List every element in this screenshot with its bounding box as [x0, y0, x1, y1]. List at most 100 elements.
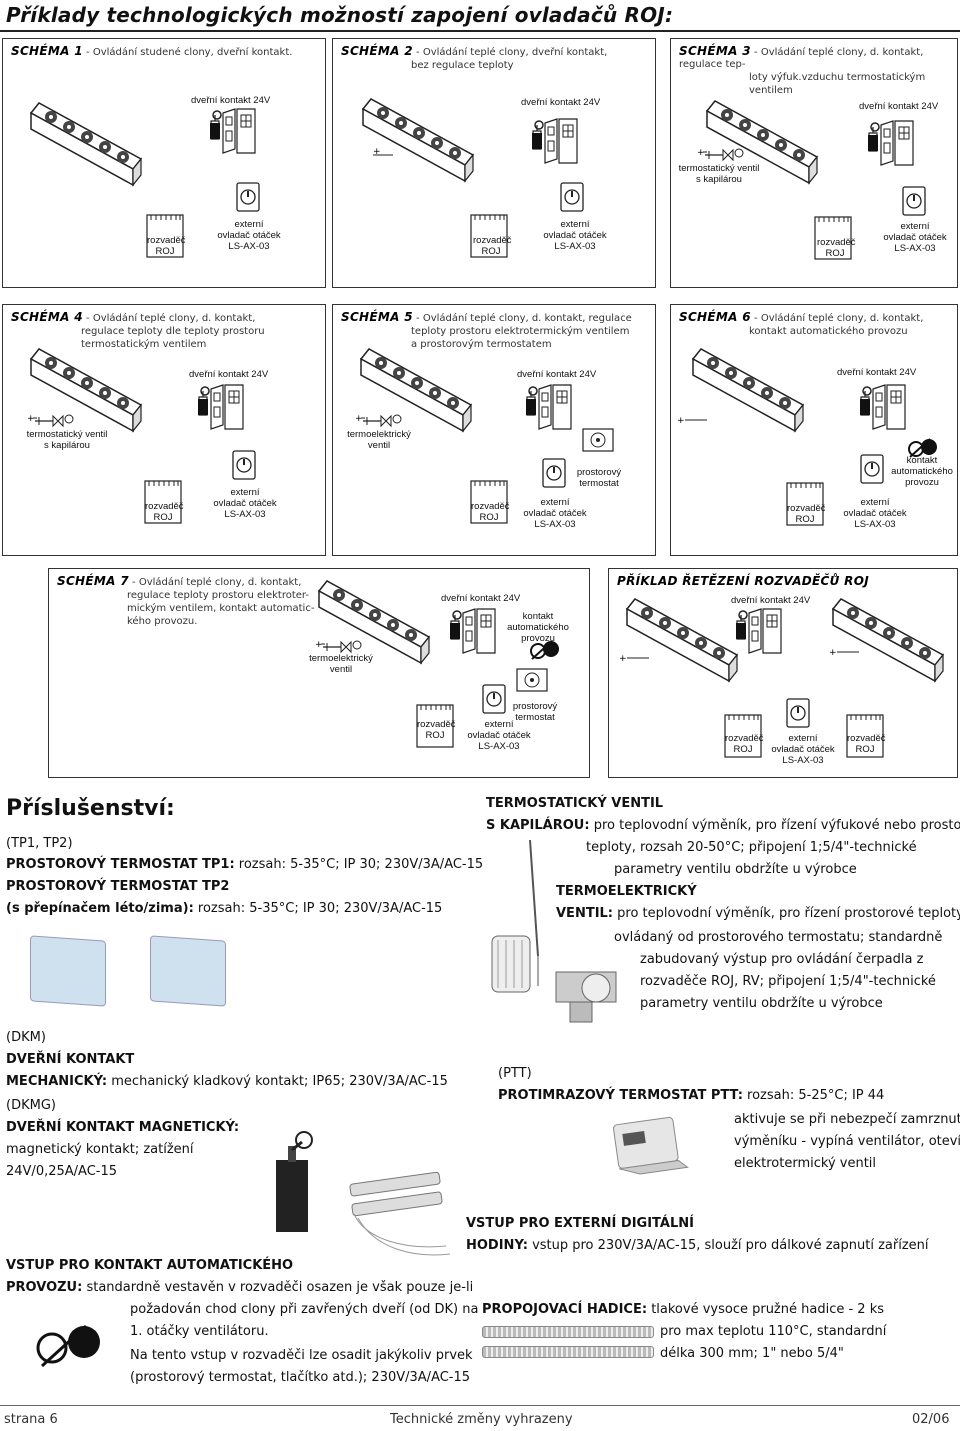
- door-contact-label: dveřní kontakt 24V: [731, 595, 811, 606]
- ptt-text-3: výměníku - vypíná ventilátor, otevírá: [734, 1134, 960, 1149]
- curtain-unit-icon: [832, 598, 944, 682]
- tp-codes: (TP1, TP2): [6, 836, 73, 851]
- auto-line-1: PROVOZU: standardně vestavěn v rozvaděči…: [6, 1280, 474, 1295]
- thermostatic-valve-icon: +: [697, 148, 744, 161]
- door-contact-icon: [531, 118, 578, 164]
- tp2-label: PROSTOROVÝ TERMOSTAT TP2: [6, 879, 230, 894]
- auto-text-2: požadován chod clony při zavřených dveří…: [130, 1302, 479, 1317]
- footer-notice: Technické změny vyhrazeny: [390, 1412, 573, 1427]
- schema-4-header: SCHÉMA 4 - Ovládání teplé clony, d. kont…: [11, 310, 265, 350]
- curtain-unit-icon: [626, 598, 738, 682]
- thermoelectric-valve-icon: +: [315, 640, 362, 653]
- mech-line: MECHANICKÝ: mechanický kladkový kontakt;…: [6, 1074, 448, 1089]
- mechanical-switch-image: [276, 1131, 313, 1232]
- schema-4-panel: SCHÉMA 4 - Ovládání teplé clony, d. kont…: [2, 304, 326, 556]
- door-contact-label: dveřní kontakt 24V: [191, 95, 271, 106]
- te-label-1: TERMOELEKTRICKÝ: [556, 884, 697, 899]
- accessories-heading: Příslušenství:: [6, 796, 175, 821]
- te-text-3: zabudovaný výstup pro ovládání čerpadla …: [640, 952, 924, 967]
- controller-icon: [542, 458, 566, 488]
- door-contact-title: DVEŘNÍ KONTAKT: [6, 1052, 135, 1067]
- curtain-unit-icon: [30, 102, 142, 186]
- door-contact-label: dveřní kontakt 24V: [837, 367, 917, 378]
- ptt-line-1: PROTIMRAZOVÝ TERMOSTAT PTT: rozsah: 5-25…: [498, 1088, 885, 1103]
- svg-text:+: +: [355, 414, 363, 424]
- valve-pipe-icon: +: [373, 147, 393, 157]
- frost-thermostat-image: [613, 1116, 689, 1175]
- tp2-line: (s přepínačem léto/zima): rozsah: 5-35°C…: [6, 901, 443, 916]
- auto-contact-icon: [36, 1324, 100, 1368]
- te-text-2: ovládaný od prostorového termostatu; sta…: [614, 930, 943, 945]
- ptt-text-2: aktivuje se při nebezpečí zamrznutí: [734, 1112, 960, 1127]
- door-contact-icon: [525, 384, 572, 430]
- thermostat-tp2-image: [150, 935, 226, 1007]
- curtain-unit-icon: [362, 98, 474, 182]
- room-thermostat-icon: [516, 668, 548, 692]
- thermostatic-valve-icon: +: [27, 414, 74, 427]
- page-title: Příklady technologických možností zapoje…: [6, 3, 674, 27]
- dig-line-1: HODINY: vstup pro 230V/3A/AC-15, slouží …: [466, 1238, 929, 1253]
- controller-icon: [786, 698, 810, 728]
- svg-text:+: +: [677, 416, 685, 426]
- ptt-code: (PTT): [498, 1066, 532, 1081]
- chain-header: PŘÍKLAD ŘETĚZENÍ ROZVADĚČŮ ROJ: [617, 574, 869, 588]
- hose-line-1: PROPOJOVACÍ HADICE: tlakové vysoce pružn…: [482, 1302, 885, 1317]
- hose-image: [482, 1326, 654, 1338]
- dkm-code: (DKM): [6, 1030, 46, 1045]
- schema-3-panel: SCHÉMA 3 - Ovládání teplé clony, d. kont…: [670, 38, 958, 288]
- door-contact-label: dveřní kontakt 24V: [859, 101, 939, 112]
- te-line-1: VENTIL: pro teplovodní výměník, pro říze…: [556, 906, 960, 921]
- schema-5-panel: SCHÉMA 5 - Ovládání teplé clony, d. kont…: [332, 304, 656, 556]
- thermoelectric-valve-icon: +: [355, 414, 402, 427]
- auto-text-5: (prostorový termostat, tlačítko atd.); 2…: [130, 1370, 471, 1385]
- controller-icon: [232, 450, 256, 480]
- svg-text:+: +: [27, 414, 35, 424]
- mag-text-2: 24V/0,25A/AC-15: [6, 1164, 118, 1179]
- door-contact-icon: [197, 384, 244, 430]
- controller-icon: [560, 182, 584, 212]
- chain-panel: PŘÍKLAD ŘETĚZENÍ ROZVADĚČŮ ROJ dveřní ko…: [608, 568, 958, 778]
- schema-6-panel: SCHÉMA 6 - Ovládání teplé clony, d. kont…: [670, 304, 958, 556]
- magnetic-contact-image: [349, 1171, 451, 1256]
- door-contact-icon: [859, 384, 906, 430]
- schema-1-panel: SCHÉMA 1 - Ovládání studené clony, dveřn…: [2, 38, 326, 288]
- schema-7-panel: SCHÉMA 7 - Ovládání teplé clony, d. kont…: [48, 568, 590, 778]
- schema-2-header: SCHÉMA 2 - Ovládání teplé clony, dveřní …: [341, 44, 608, 71]
- schema-3-header: SCHÉMA 3 - Ovládání teplé clony, d. kont…: [679, 44, 926, 96]
- auto-contact-icon: [530, 640, 560, 660]
- tv-text-2: teploty, rozsah 20-50°C; připojení 1;5/4…: [586, 840, 917, 855]
- door-contact-label: dveřní kontakt 24V: [521, 97, 601, 108]
- auto-label-1: VSTUP PRO KONTAKT AUTOMATICKÉHO: [6, 1258, 294, 1273]
- svg-text:+: +: [619, 654, 627, 664]
- hose-image: [482, 1346, 654, 1358]
- dig-label-1: VSTUP PRO EXTERNÍ DIGITÁLNÍ: [466, 1216, 694, 1231]
- pipe-icon: +: [619, 654, 649, 664]
- controller-icon: [482, 684, 506, 714]
- door-contact-label: dveřní kontakt 24V: [441, 593, 521, 604]
- thermostatic-valve-image: [491, 839, 617, 1023]
- te-text-5: parametry ventilu obdržíte u výrobce: [640, 996, 883, 1011]
- door-contact-icon: [449, 608, 496, 654]
- hose-text-3: délka 300 mm; 1" nebo 5/4": [660, 1346, 844, 1361]
- te-text-4: rozvaděče ROJ, RV; připojení 1;5/4"-tech…: [640, 974, 936, 989]
- tv-line-1: S KAPILÁROU: pro teplovodní výměník, pro…: [486, 818, 960, 833]
- footer-date: 02/06: [912, 1412, 950, 1427]
- schema-2-panel: SCHÉMA 2 - Ovládání teplé clony, dveřní …: [332, 38, 656, 288]
